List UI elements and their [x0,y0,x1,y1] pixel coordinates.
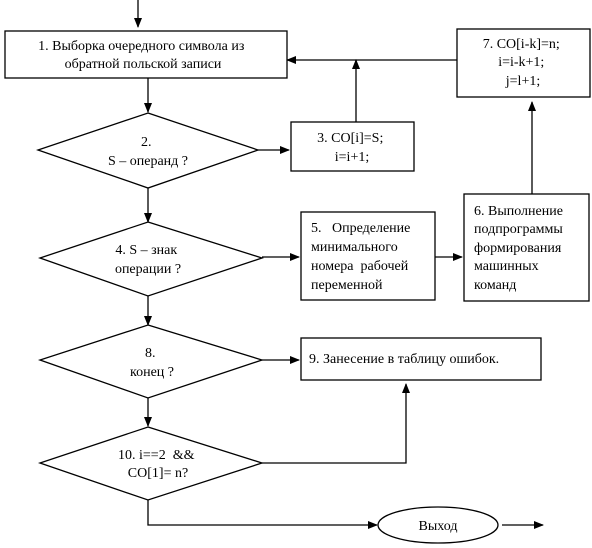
node-11-terminal: Выход [377,506,499,544]
node-4-line: 4. S – знак [115,243,177,258]
svg-text:7. CO[i-k]=n; i=i-k+1;: 7. CO[i-k]=n; i=i-k+1; j=l+1; [483,37,564,89]
node-6: 6. Выполнение подпрограммы формирования … [463,193,590,302]
node-5: 5. Определение минимального номера рабоч… [300,211,436,301]
svg-text:1. Выборка очередного символа: 1. Выборка очередного символа из обратно… [38,39,248,72]
node-9-line: 9. Занесение в таблицу ошибок. [309,352,499,367]
node-1-line: обратной польской записи [65,57,222,72]
node-7-line: i=i-k+1; [498,55,544,70]
node-8-line: 8. [145,346,156,361]
node-10-line: 10. i==2 && [118,448,195,463]
node-3: 3. CO[i]=S; i=i+1; [290,121,415,172]
svg-text:8. конец ?: 8. конец ? [130,346,174,380]
svg-text:9. Занесение в таблицу ошибок.: 9. Занесение в таблицу ошибок. [309,352,499,367]
svg-text:6. Выполнение подпрограм: 6. Выполнение подпрограммы формирования … [474,204,566,293]
node-6-line: машинных [474,259,539,274]
edge-10-to-exit [147,500,378,529]
node-2-line: S – операнд ? [108,154,188,169]
node-4-decision: 4. S – знак операции ? [37,221,265,297]
node-3-line: i=i+1; [335,150,369,165]
node-7-line: j=l+1; [505,74,540,89]
svg-text:Выход: Выход [419,519,458,534]
node-3-line: 3. CO[i]=S; [317,131,383,146]
node-6-line: подпрограммы [474,222,563,237]
connectors [134,0,544,529]
svg-text:4. S – знак операции ?: 4. S – знак операции ? [115,243,181,277]
node-4-line: операции ? [115,262,181,277]
svg-text:3. CO[i]=S; i=i+1;: 3. CO[i]=S; i=i+1; [317,131,387,165]
svg-text:5. Определение минимал: 5. Определение минимального номера рабоч… [311,221,414,293]
node-2-decision: 2. S – операнд ? [35,112,261,189]
node-5-line: минимального [311,240,398,255]
node-6-line: 6. Выполнение [474,204,563,219]
node-5-line: номера рабочей [311,259,409,274]
node-5-line: переменной [311,278,383,293]
node-6-line: команд [474,278,516,293]
node-8-decision: 8. конец ? [37,324,265,399]
node-10-decision: 10. i==2 && CO[1]= n? [37,426,265,501]
node-5-line: 5. Определение [311,221,410,236]
node-6-line: формирования [474,241,562,256]
node-7-line: 7. CO[i-k]=n; [483,37,560,52]
node-1-line: 1. Выборка очередного символа из [38,39,245,54]
node-1: 1. Выборка очередного символа из обратно… [4,30,288,79]
svg-text:2. S – операнд ?: 2. S – операнд ? [108,135,188,169]
node-2-line: 2. [141,135,152,150]
node-9: 9. Занесение в таблицу ошибок. [300,337,542,381]
node-10-line: CO[1]= n? [128,466,188,481]
node-7: 7. CO[i-k]=n; i=i-k+1; j=l+1; [456,28,591,98]
svg-text:10. i==2 && CO[1]= n?: 10. i==2 && CO[1]= n? [118,448,198,481]
node-11-line: Выход [419,519,458,534]
edge-10-to-9 [262,383,410,464]
node-8-line: конец ? [130,365,174,380]
